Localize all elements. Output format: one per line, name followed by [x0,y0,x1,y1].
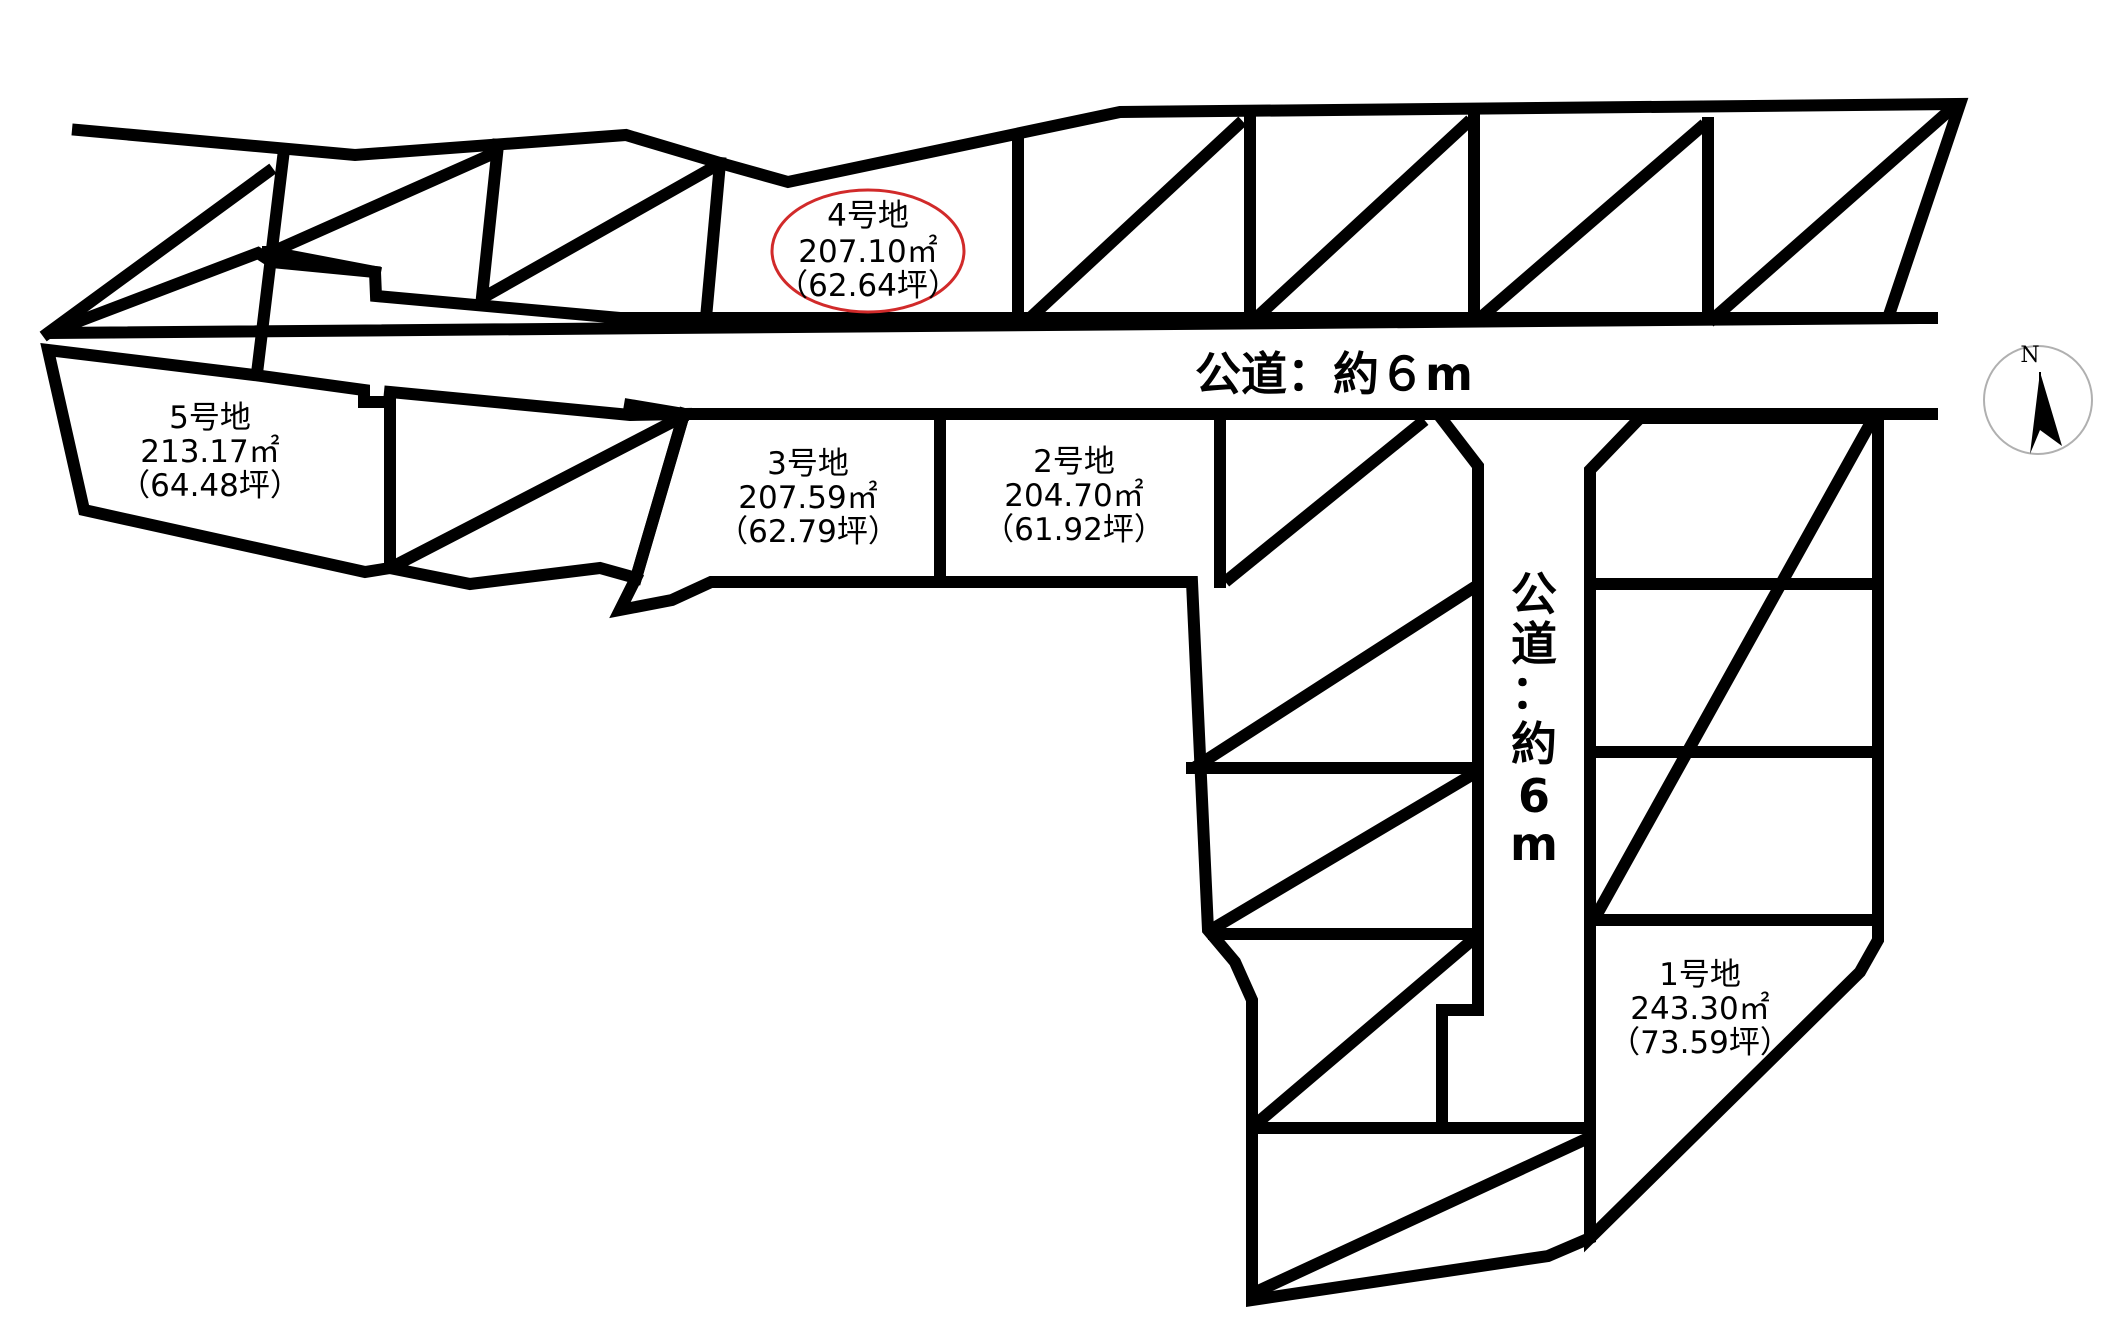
parcel-divider-5 [251,151,290,372]
lot-5-label[interactable]: 5号地 213.17㎡ （64.48坪） [119,400,301,504]
lot-3-divider-west [628,406,692,586]
hatch-diagonal [1705,101,1959,327]
lot-name: 3号地 [767,446,849,482]
lot-tsubo: （62.79坪） [717,514,899,550]
hatch-diagonal [1191,581,1479,773]
lot-area: 204.70㎡ [1004,478,1143,514]
hatch-diagonal [1471,119,1709,327]
lot-tsubo: （62.64坪） [777,268,959,304]
highlight-ellipse-lot-4 [770,188,966,314]
road-label-vertical: 公 道 ： 約 6 m [1510,567,1558,871]
hatch-diagonal [1247,115,1475,327]
lot-tsubo: （64.48坪） [119,468,301,504]
lot-2-label[interactable]: 2号地 204.70㎡ （61.92坪） [983,444,1165,548]
lot-name: 5号地 [169,400,251,436]
hatch-diagonal [387,409,689,574]
hatch-diagonal [1248,1132,1592,1300]
road-char: 道 [1511,617,1557,671]
road-label-horizontal: 公道：約６m [1195,347,1473,401]
southeast-block [1584,412,1884,1253]
lot-tsubo: （61.92坪） [983,512,1165,548]
hatch-diagonal [264,147,498,260]
lot-name: 4号地 [827,198,909,234]
north-block [39,97,1969,372]
hatch-diagonal [1021,116,1247,327]
lot-3-label[interactable]: 3号地 207.59㎡ （62.79坪） [717,446,899,550]
hatch-diagonal [477,159,721,305]
lot-name: 2号地 [1033,444,1115,480]
lot-tsubo: （73.59坪） [1609,1025,1791,1061]
road-char: 約 [1511,717,1557,771]
north-arrow-icon [2030,372,2062,454]
road-char: ： [1511,665,1557,719]
hatch-diagonal [1221,415,1429,587]
lot-area: 207.10㎡ [798,234,937,270]
lot-area: 207.59㎡ [738,480,877,516]
southeast-outline [1584,412,1884,1253]
compass-north-label: N [2020,343,2039,368]
lot-area: 213.17㎡ [140,434,279,470]
lot-1-label[interactable]: 1号地 243.30㎡ （73.59坪） [1609,957,1791,1061]
north-compass: N [1983,343,2093,455]
south-center-outline [609,408,1596,1307]
road-edge-south-west [623,398,691,421]
road-char: 公 [1511,567,1557,621]
hatch-diagonal [1247,933,1479,1133]
lot-4-label[interactable]: 4号地 207.10㎡ （62.64坪） [777,198,959,304]
hatch-diagonal [39,163,277,342]
hatch-diagonal [1205,767,1479,937]
lot-5-outline [40,343,396,579]
lot-name: 1号地 [1659,957,1741,993]
parcel-divider-4 [475,138,505,304]
lot-area: 243.30㎡ [1630,991,1769,1027]
hatch-diagonal [1587,415,1879,925]
lot-4-divider-west [699,156,727,325]
road-char: m [1510,817,1558,871]
south-center-block [609,406,1596,1307]
road-char: 6 [1518,769,1550,823]
